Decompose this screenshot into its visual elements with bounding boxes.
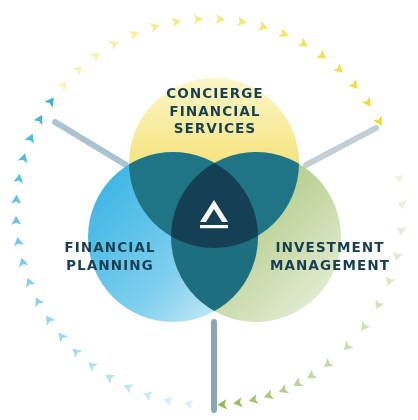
ring-arrow-left xyxy=(44,97,54,108)
ring-arrow-top xyxy=(193,14,203,25)
ring-arrow-top xyxy=(72,66,83,76)
ring-arrow-left xyxy=(13,173,24,184)
ring-arrow-top xyxy=(348,78,358,89)
ring-arrow-right xyxy=(392,251,403,262)
ring-arrow-left xyxy=(35,297,45,308)
ring-arrow-top xyxy=(108,41,119,51)
ring-arrow-right xyxy=(323,357,335,368)
ring-arrow-top xyxy=(316,49,327,59)
ring-arrow-top xyxy=(361,96,371,107)
ring-arrow-left xyxy=(58,332,68,343)
ring-arrow-left xyxy=(142,391,154,402)
label-concierge-financial-services: CONCIERGE FINANCIAL SERVICES xyxy=(166,86,264,137)
ring-arrow-left xyxy=(88,362,99,372)
ring-arrow-top xyxy=(215,14,225,25)
spoke-upper-right xyxy=(303,125,379,168)
ring-arrow-right xyxy=(396,226,407,236)
ring-arrow-right xyxy=(385,275,396,286)
ring-arrow-left xyxy=(13,236,24,247)
ring-arrow-left xyxy=(11,215,22,225)
ring-arrow-right xyxy=(343,340,354,351)
ring-arrow-bottom-right xyxy=(217,399,227,410)
ring-arrow-left xyxy=(183,399,194,410)
label-investment-management: INVESTMENT MANAGEMENT xyxy=(269,240,391,274)
ring-arrow-bottom-right xyxy=(307,369,318,379)
spokes xyxy=(52,119,379,413)
label-financial-planning: FINANCIAL PLANNING xyxy=(64,240,156,274)
ring-arrow-left xyxy=(105,374,116,384)
ring-arrow-left xyxy=(163,396,173,407)
ring-arrow-top xyxy=(57,81,67,92)
spoke-upper-left xyxy=(52,119,129,168)
ring-arrow-left xyxy=(11,194,22,204)
ring-arrow-top xyxy=(237,16,247,27)
ring-arrow-left xyxy=(123,384,134,394)
ring-arrow-left xyxy=(26,277,36,288)
arch-logo-icon xyxy=(200,200,228,229)
ring-arrow-right xyxy=(396,200,407,210)
ring-arrow-top xyxy=(297,37,309,47)
ring-arrow-left xyxy=(17,153,28,164)
ring-arrow-left xyxy=(72,348,83,359)
ring-arrow-left xyxy=(18,257,29,268)
ring-arrow-top xyxy=(128,31,139,41)
ring-arrow-bottom-right xyxy=(263,389,274,400)
ring-arrow-top xyxy=(332,63,343,73)
ring-arrow-left xyxy=(46,315,56,326)
ring-arrow-top xyxy=(171,17,182,28)
arrow-ring xyxy=(11,14,407,410)
ring-arrow-top xyxy=(257,20,268,31)
ring-arrow-left xyxy=(33,114,43,126)
ring-arrow-top xyxy=(89,52,100,63)
ring-arrow-bottom-right xyxy=(248,394,259,404)
ring-arrow-left xyxy=(24,133,34,144)
ring-arrow-top xyxy=(278,27,289,38)
ring-arrow-bottom-right xyxy=(233,397,243,408)
ring-arrow-right xyxy=(361,320,371,331)
ring-arrow-bottom-right xyxy=(278,383,290,394)
ring-arrow-bottom-right xyxy=(293,377,304,387)
ring-arrow-top xyxy=(149,23,160,33)
ring-arrow-right xyxy=(393,173,404,184)
ring-arrow-top xyxy=(32,116,42,128)
ring-arrow-right xyxy=(375,298,385,310)
ring-arrow-top xyxy=(373,115,382,126)
